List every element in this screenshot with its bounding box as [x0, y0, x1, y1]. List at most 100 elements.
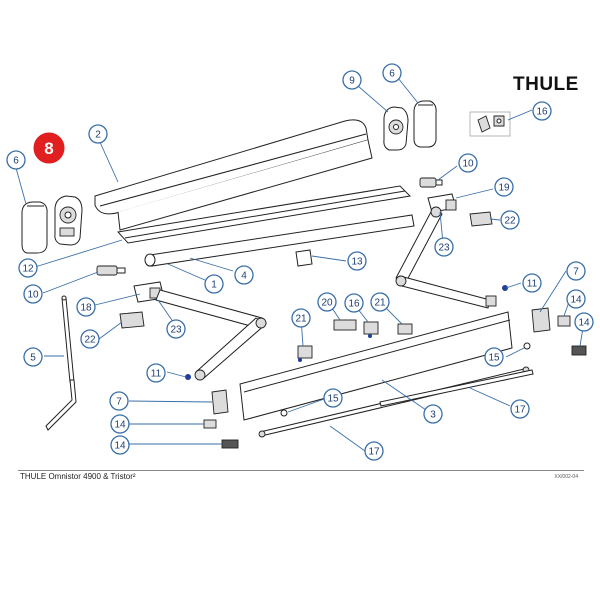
support-arm-left-part: [133, 281, 267, 381]
callout-circle: [23, 284, 43, 304]
callout-21: 21: [291, 308, 311, 328]
callout-number: 7: [573, 267, 579, 278]
callout-number: 22: [504, 216, 516, 227]
callout-3: 3: [423, 404, 443, 424]
callout-14: 14: [566, 289, 586, 309]
callout-circle: [344, 293, 364, 313]
callout-number: 6: [13, 156, 19, 167]
footer-divider: [18, 470, 584, 471]
callout-22: 22: [80, 329, 100, 349]
callout-number: 21: [374, 298, 386, 309]
callout-9: 9: [342, 70, 362, 90]
callout-18: 18: [76, 297, 96, 317]
end-bolts-part: [185, 285, 508, 380]
callout-circle: [510, 399, 530, 419]
callout-number: 11: [527, 279, 538, 290]
drive-plug-left-part: [96, 265, 126, 276]
tension-rod-rear-part: [379, 369, 534, 407]
callout-number: 11: [151, 369, 162, 380]
callout-15: 15: [323, 388, 343, 408]
arm-cover-right-part: [469, 211, 493, 227]
callout-15: 15: [484, 347, 504, 367]
callout-number: 21: [295, 314, 307, 325]
callout-circle: [484, 347, 504, 367]
callout-circle: [364, 441, 384, 461]
callout-6: 6: [6, 150, 26, 170]
callout-number: 14: [578, 318, 590, 329]
lead-bar-cap-right-part: [531, 307, 551, 333]
callout-14: 14: [574, 312, 594, 332]
callout-21: 21: [370, 292, 390, 312]
callout-number: 22: [84, 335, 96, 346]
callout-number: 1: [211, 280, 217, 291]
callout-5: 5: [23, 347, 43, 367]
callout-number: 19: [498, 183, 510, 194]
end-plate-left-part: [54, 195, 83, 246]
callout-circle: [110, 435, 130, 455]
callout-number: 20: [321, 298, 333, 309]
parts-artwork: [21, 100, 587, 449]
callout-11: 11: [522, 273, 542, 293]
callout-number: 15: [327, 394, 339, 405]
callout-circle: [458, 153, 478, 173]
callout-circle: [494, 177, 514, 197]
callout-number: 9: [349, 76, 355, 87]
end-cap-left-part: [21, 201, 48, 254]
callout-23: 23: [434, 237, 454, 257]
callout-circle: [347, 251, 367, 271]
callout-number: 13: [351, 257, 363, 268]
callout-number: 14: [570, 295, 582, 306]
callout-circle: [323, 388, 343, 408]
callout-number: 3: [430, 410, 436, 421]
callout-1: 1: [204, 274, 224, 294]
callout-number: 14: [114, 420, 126, 431]
end-cap-right-part: [413, 100, 437, 148]
callout-number: 18: [80, 303, 92, 314]
lead-bar-part: [239, 311, 513, 421]
end-plate-right-part: [383, 106, 409, 151]
callout-23: 23: [166, 319, 186, 339]
callout-11: 11: [146, 363, 166, 383]
callout-14: 14: [110, 435, 130, 455]
callout-circle: [291, 308, 311, 328]
callout-number: 17: [368, 447, 380, 458]
callout-circle: [80, 329, 100, 349]
callout-circle: [566, 289, 586, 309]
callout-circle: [204, 274, 224, 294]
callout-number: 16: [536, 107, 548, 118]
callout-number: 12: [22, 264, 34, 275]
small-bracket-part: [295, 249, 313, 267]
callout-16: 16: [532, 101, 552, 121]
thule-logo: THULE: [513, 74, 579, 95]
highlighted-part-callout: 8: [33, 132, 65, 164]
callout-circle: [434, 237, 454, 257]
callout-number: 14: [114, 441, 126, 452]
callout-number: 23: [170, 325, 182, 336]
callout-circle: [109, 391, 129, 411]
callout-17: 17: [510, 399, 530, 419]
callout-circle: [6, 150, 26, 170]
callout-10: 10: [458, 153, 478, 173]
callout-circle: [23, 347, 43, 367]
callout-circle: [76, 297, 96, 317]
callout-circle: [382, 63, 402, 83]
screws-part: [280, 342, 531, 417]
callout-circle: [110, 414, 130, 434]
support-arm-right-part: [395, 206, 497, 309]
callout-7: 7: [566, 261, 586, 281]
callout-circle: [166, 319, 186, 339]
callout-circle: [574, 312, 594, 332]
cassette-cover-part: [94, 119, 373, 231]
callout-number: 4: [241, 271, 247, 282]
callout-circle: [423, 404, 443, 424]
callout-circle: [566, 261, 586, 281]
callout-number: 6: [389, 69, 395, 80]
middle-fittings-part: [297, 319, 413, 359]
callout-number: 23: [438, 243, 450, 254]
callout-10: 10: [23, 284, 43, 304]
callout-16: 16: [344, 293, 364, 313]
crank-handle-part: [45, 295, 77, 431]
callout-2: 2: [88, 124, 108, 144]
